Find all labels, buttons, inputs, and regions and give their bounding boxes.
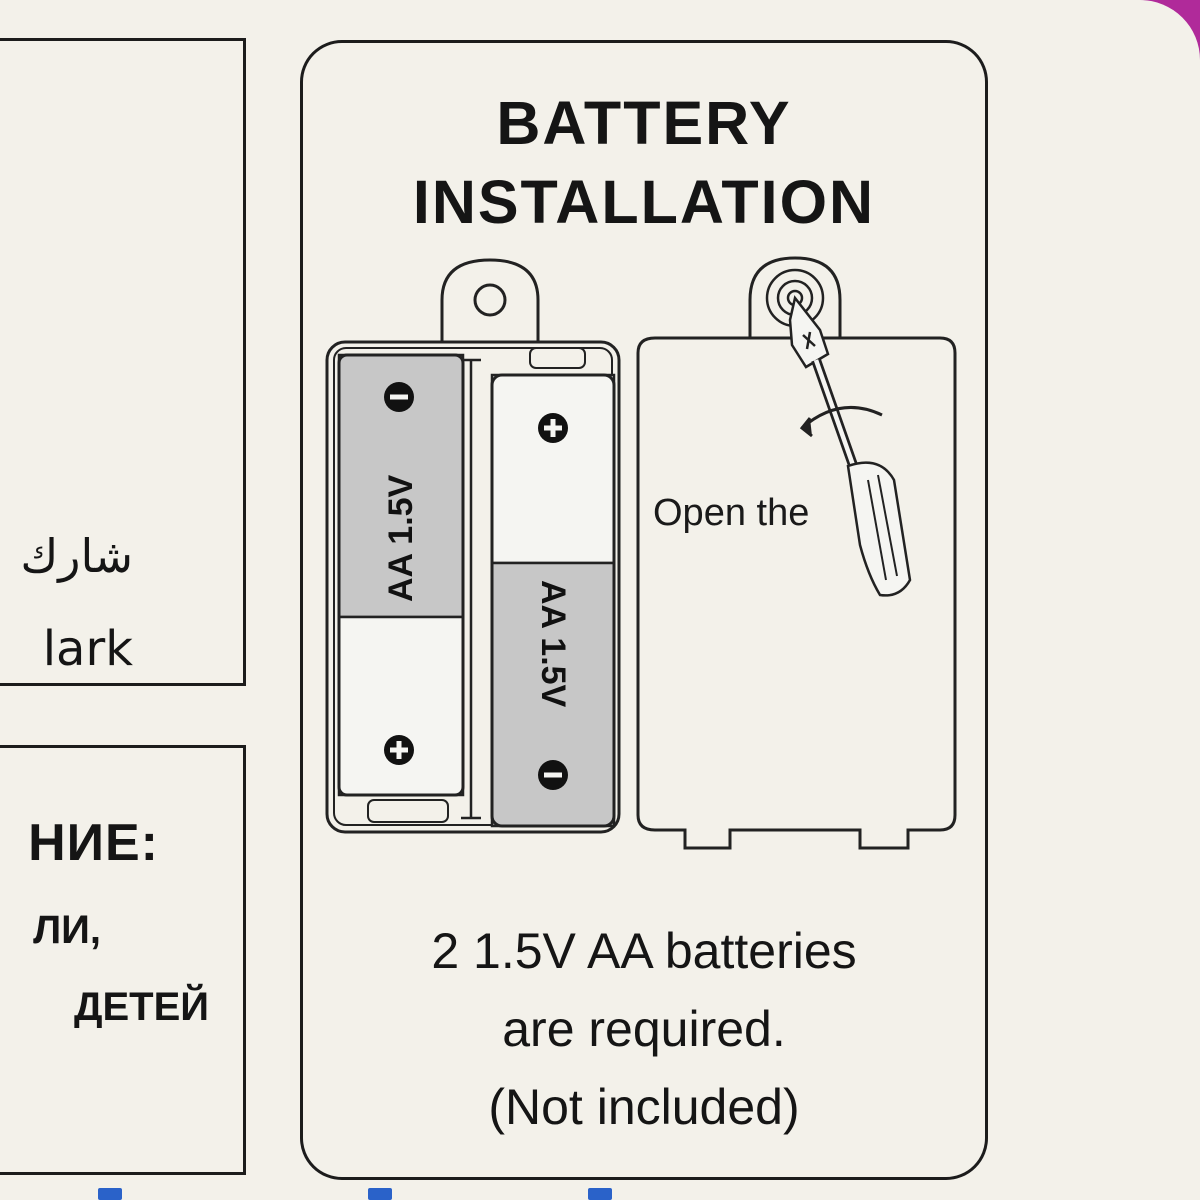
page-title: BATTERY INSTALLATION [300, 84, 988, 242]
arabic-text: شارك [20, 529, 133, 583]
battery-installation-card [300, 40, 988, 1180]
battery-diagram: AA 1.5V AA 1.5V [325, 256, 957, 850]
battery-right-label: AA 1.5V [534, 580, 572, 708]
left-panel-top: شارك lark [0, 38, 246, 686]
caption-line-3: (Not included) [488, 1079, 800, 1135]
battery-left-label: AA 1.5V [382, 474, 420, 602]
battery-left: AA 1.5V [337, 353, 465, 797]
caption-line-2: are required. [502, 1001, 786, 1057]
battery-requirement: 2 1.5V AA batteries are required. (Not i… [300, 912, 988, 1146]
bottom-color-strip [0, 1188, 1200, 1200]
open-instruction: Open the [653, 492, 809, 534]
battery-compartment [325, 258, 621, 834]
russian-heading: НИЕ: [28, 814, 159, 872]
caption-line-1: 2 1.5V AA batteries [431, 923, 857, 979]
latin-text: lark [42, 621, 133, 677]
screw-hole [473, 283, 507, 317]
battery-right: AA 1.5V [490, 373, 616, 828]
title-line-2: INSTALLATION [412, 168, 876, 236]
left-panel-bottom: НИЕ: ЛИ, ДЕТЕЙ [0, 745, 246, 1175]
russian-line-1: ЛИ, [33, 908, 101, 952]
rotate-arrow-icon [799, 405, 883, 438]
screwdriver-icon [788, 295, 912, 597]
russian-line-2: ДЕТЕЙ [73, 985, 209, 1029]
title-line-1: BATTERY [496, 89, 792, 157]
